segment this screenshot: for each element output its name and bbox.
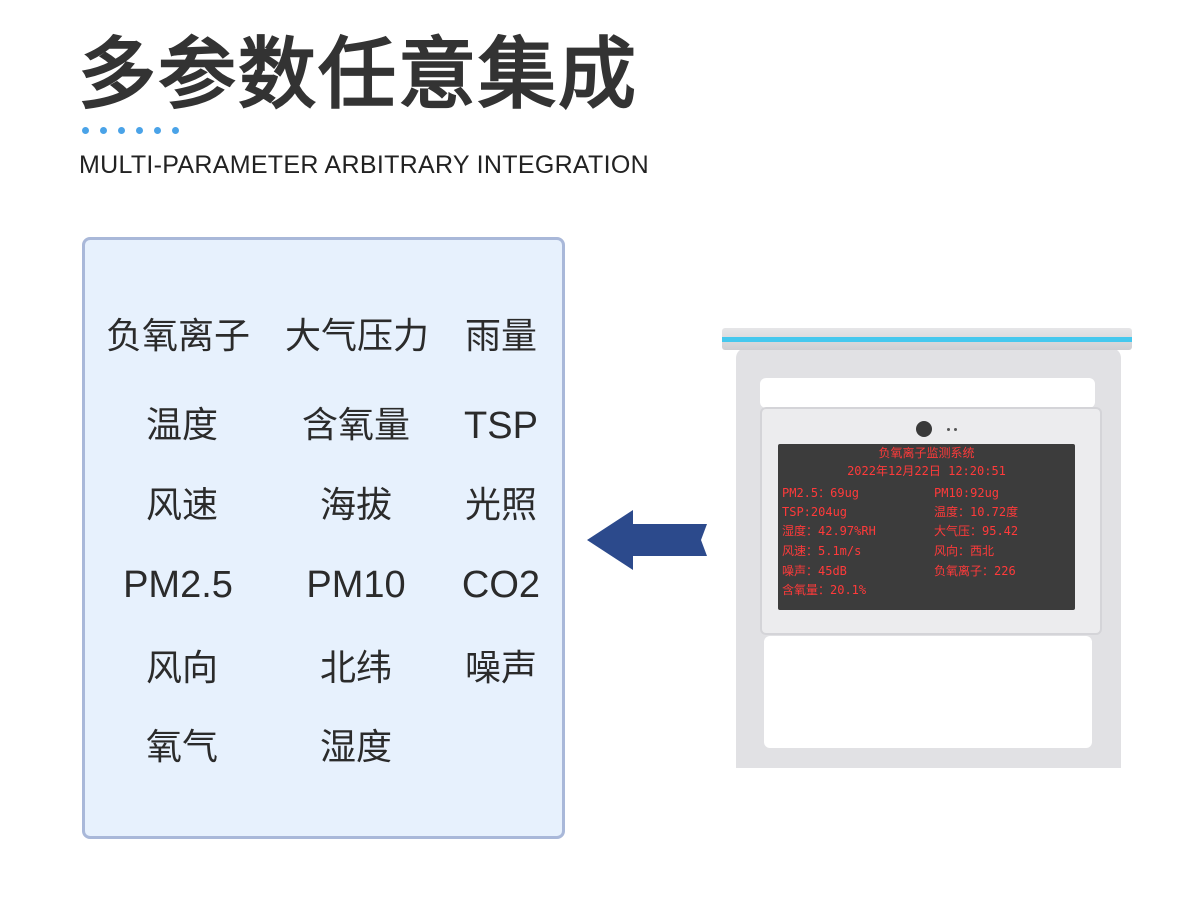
dot-icon [154,127,161,134]
reading-pm25: PM2.5：69ug [782,486,860,500]
screen-title: 负氧离子监测系统 [878,446,975,460]
sensor-dot-icon [947,428,950,431]
param-co2: CO2 [461,564,541,606]
camera-icon [916,421,932,437]
dot-icon [118,127,125,134]
parameter-panel: 负氧离子 大气压力 雨量 温度 含氧量 TSP 风速 海拔 光照 PM2.5 P… [82,237,565,839]
screen-datetime: 2022年12月22日 12:20:51 [847,464,1006,478]
param-oxygen-content: 含氧量 [301,405,410,446]
frame-opening-top [760,378,1095,408]
param-illumination: 光照 [464,485,537,526]
reading-oxygen-content: 含氧量：20.1% [782,583,867,597]
param-latitude: 北纬 [319,648,392,689]
param-noise: 噪声 [464,648,537,689]
reading-humidity: 湿度：42.97%RH [782,524,876,538]
param-negative-ion: 负氧离子 [105,316,250,357]
param-oxygen: 氧气 [145,727,218,768]
param-tsp: TSP [464,405,538,447]
param-air-pressure: 大气压力 [284,316,429,357]
page-subtitle: MULTI-PARAMETER ARBITRARY INTEGRATION [79,151,649,179]
left-arrow-icon [587,510,711,574]
param-temperature: 温度 [145,405,218,446]
reading-wind-speed: 风速：5.1m/s [782,544,862,558]
param-wind-speed: 风速 [145,485,218,526]
param-rainfall: 雨量 [464,316,537,357]
dot-icon [82,127,89,134]
reading-negative-ion: 负氧离子：226 [934,564,1016,578]
reading-air-pressure: 大气压：95.42 [934,524,1019,538]
dot-icon [172,127,179,134]
reading-tsp: TSP:204ug [782,505,848,519]
reading-noise: 噪声：45dB [782,564,847,578]
frame-opening-bottom [764,636,1092,748]
page-title: 多参数任意集成 [78,30,639,120]
reading-wind-direction: 风向：西北 [934,544,995,558]
dot-icon [136,127,143,134]
param-pm25: PM2.5 [123,564,233,606]
param-humidity: 湿度 [319,727,392,768]
decorative-dots [82,127,179,134]
sensor-dot-icon [954,428,957,431]
param-altitude: 海拔 [319,485,392,526]
led-screen: 负氧离子监测系统 2022年12月22日 12:20:51 PM2.5：69ug… [778,444,1075,610]
device-roof-light-strip [722,337,1132,342]
monitoring-device: 负氧离子监测系统 2022年12月22日 12:20:51 PM2.5：69ug… [722,320,1132,770]
dot-icon [100,127,107,134]
reading-pm10: PM10:92ug [934,486,1000,500]
param-pm10: PM10 [306,564,406,606]
param-wind-direction: 风向 [145,648,218,689]
reading-temperature: 温度：10.72度 [934,505,1019,519]
